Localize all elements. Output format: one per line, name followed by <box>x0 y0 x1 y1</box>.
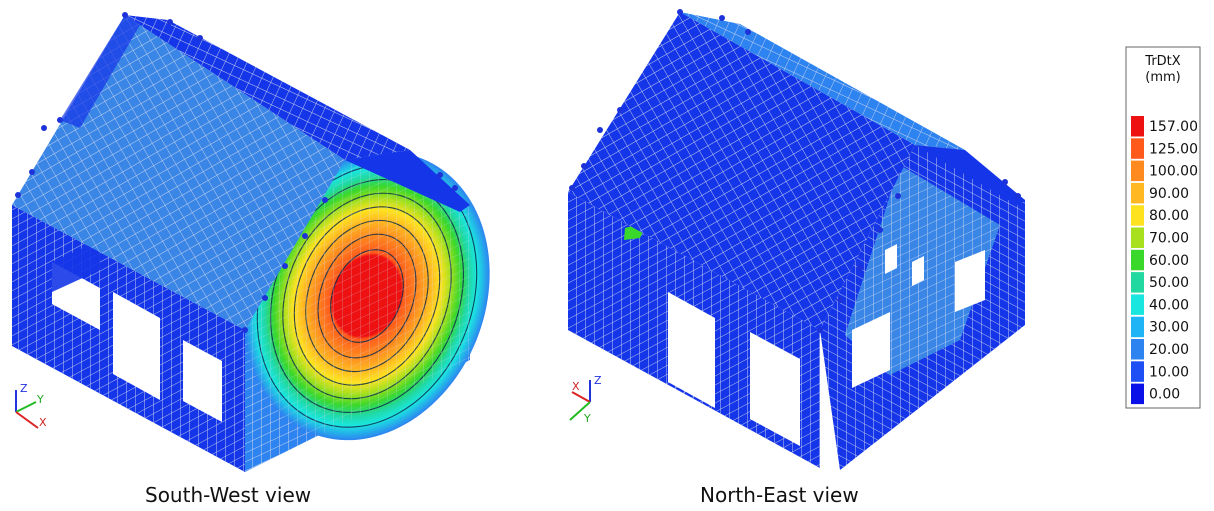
legend-label: 20.00 <box>1149 342 1189 358</box>
sw-axis-x: X <box>39 416 47 429</box>
north-east-caption: North-East view <box>700 483 859 507</box>
ne-front-wall <box>568 192 820 468</box>
legend-swatch <box>1131 249 1144 271</box>
legend-label: 157.00 <box>1149 119 1198 135</box>
legend-swatch <box>1131 182 1144 204</box>
legend-swatch <box>1131 383 1144 405</box>
ne-edge-nodes <box>569 9 1021 333</box>
color-legend: TrDtX (mm) 157.00 125.00 100.00 90.00 80.00 7… <box>1125 46 1201 409</box>
legend-label: 125.00 <box>1149 141 1198 157</box>
north-east-view: X Z Y <box>568 9 1025 470</box>
sw-left-wall <box>12 205 245 472</box>
ne-window-1 <box>750 332 800 446</box>
south-west-caption: South-West view <box>145 483 312 507</box>
ne-axis-triad: X Z Y <box>569 374 602 425</box>
legend-swatch <box>1131 227 1144 248</box>
legend-entries: 157.00 125.00 100.00 90.00 80.00 70.00 60.00 50… <box>1131 116 1198 405</box>
legend-label: 60.00 <box>1149 253 1189 269</box>
ne-axis-z: Z <box>594 374 602 387</box>
sw-edge-nodes <box>15 12 458 333</box>
legend-swatch <box>1131 138 1144 159</box>
legend-swatch <box>1131 272 1144 293</box>
legend-label: 100.00 <box>1149 164 1198 180</box>
legend-swatch <box>1131 339 1144 360</box>
legend-label: 80.00 <box>1149 208 1189 224</box>
south-west-view: Z Y X <box>12 12 490 472</box>
ne-gable-wall <box>820 145 1025 470</box>
sw-door <box>113 292 160 400</box>
ne-axis-y: Y <box>583 412 591 425</box>
ne-axis-x: X <box>572 380 580 393</box>
sw-roof-back <box>60 15 410 160</box>
legend-title-quantity: TrDtX <box>1144 54 1180 69</box>
legend-label: 0.00 <box>1149 387 1180 403</box>
legend-swatch <box>1131 205 1144 226</box>
ne-door <box>668 292 715 408</box>
legend-label: 40.00 <box>1149 297 1189 313</box>
sw-window-2 <box>183 340 222 422</box>
legend-label: 30.00 <box>1149 320 1189 336</box>
legend-label: 10.00 <box>1149 364 1189 380</box>
ne-roof <box>568 12 1025 330</box>
legend-swatch <box>1131 160 1144 182</box>
legend-label: 50.00 <box>1149 275 1189 291</box>
legend-swatch <box>1131 361 1144 382</box>
legend-title-unit: (mm) <box>1145 70 1180 85</box>
legend-swatch <box>1131 294 1144 315</box>
sw-axis-z: Z <box>20 382 28 395</box>
legend-swatch <box>1131 316 1144 338</box>
legend-label: 70.00 <box>1149 231 1189 247</box>
ne-gable-opening <box>852 312 890 388</box>
legend-label: 90.00 <box>1149 186 1189 202</box>
legend-swatch <box>1131 116 1144 137</box>
sw-axis-y: Y <box>36 393 44 406</box>
sw-axis-triad: Z Y X <box>15 382 47 429</box>
